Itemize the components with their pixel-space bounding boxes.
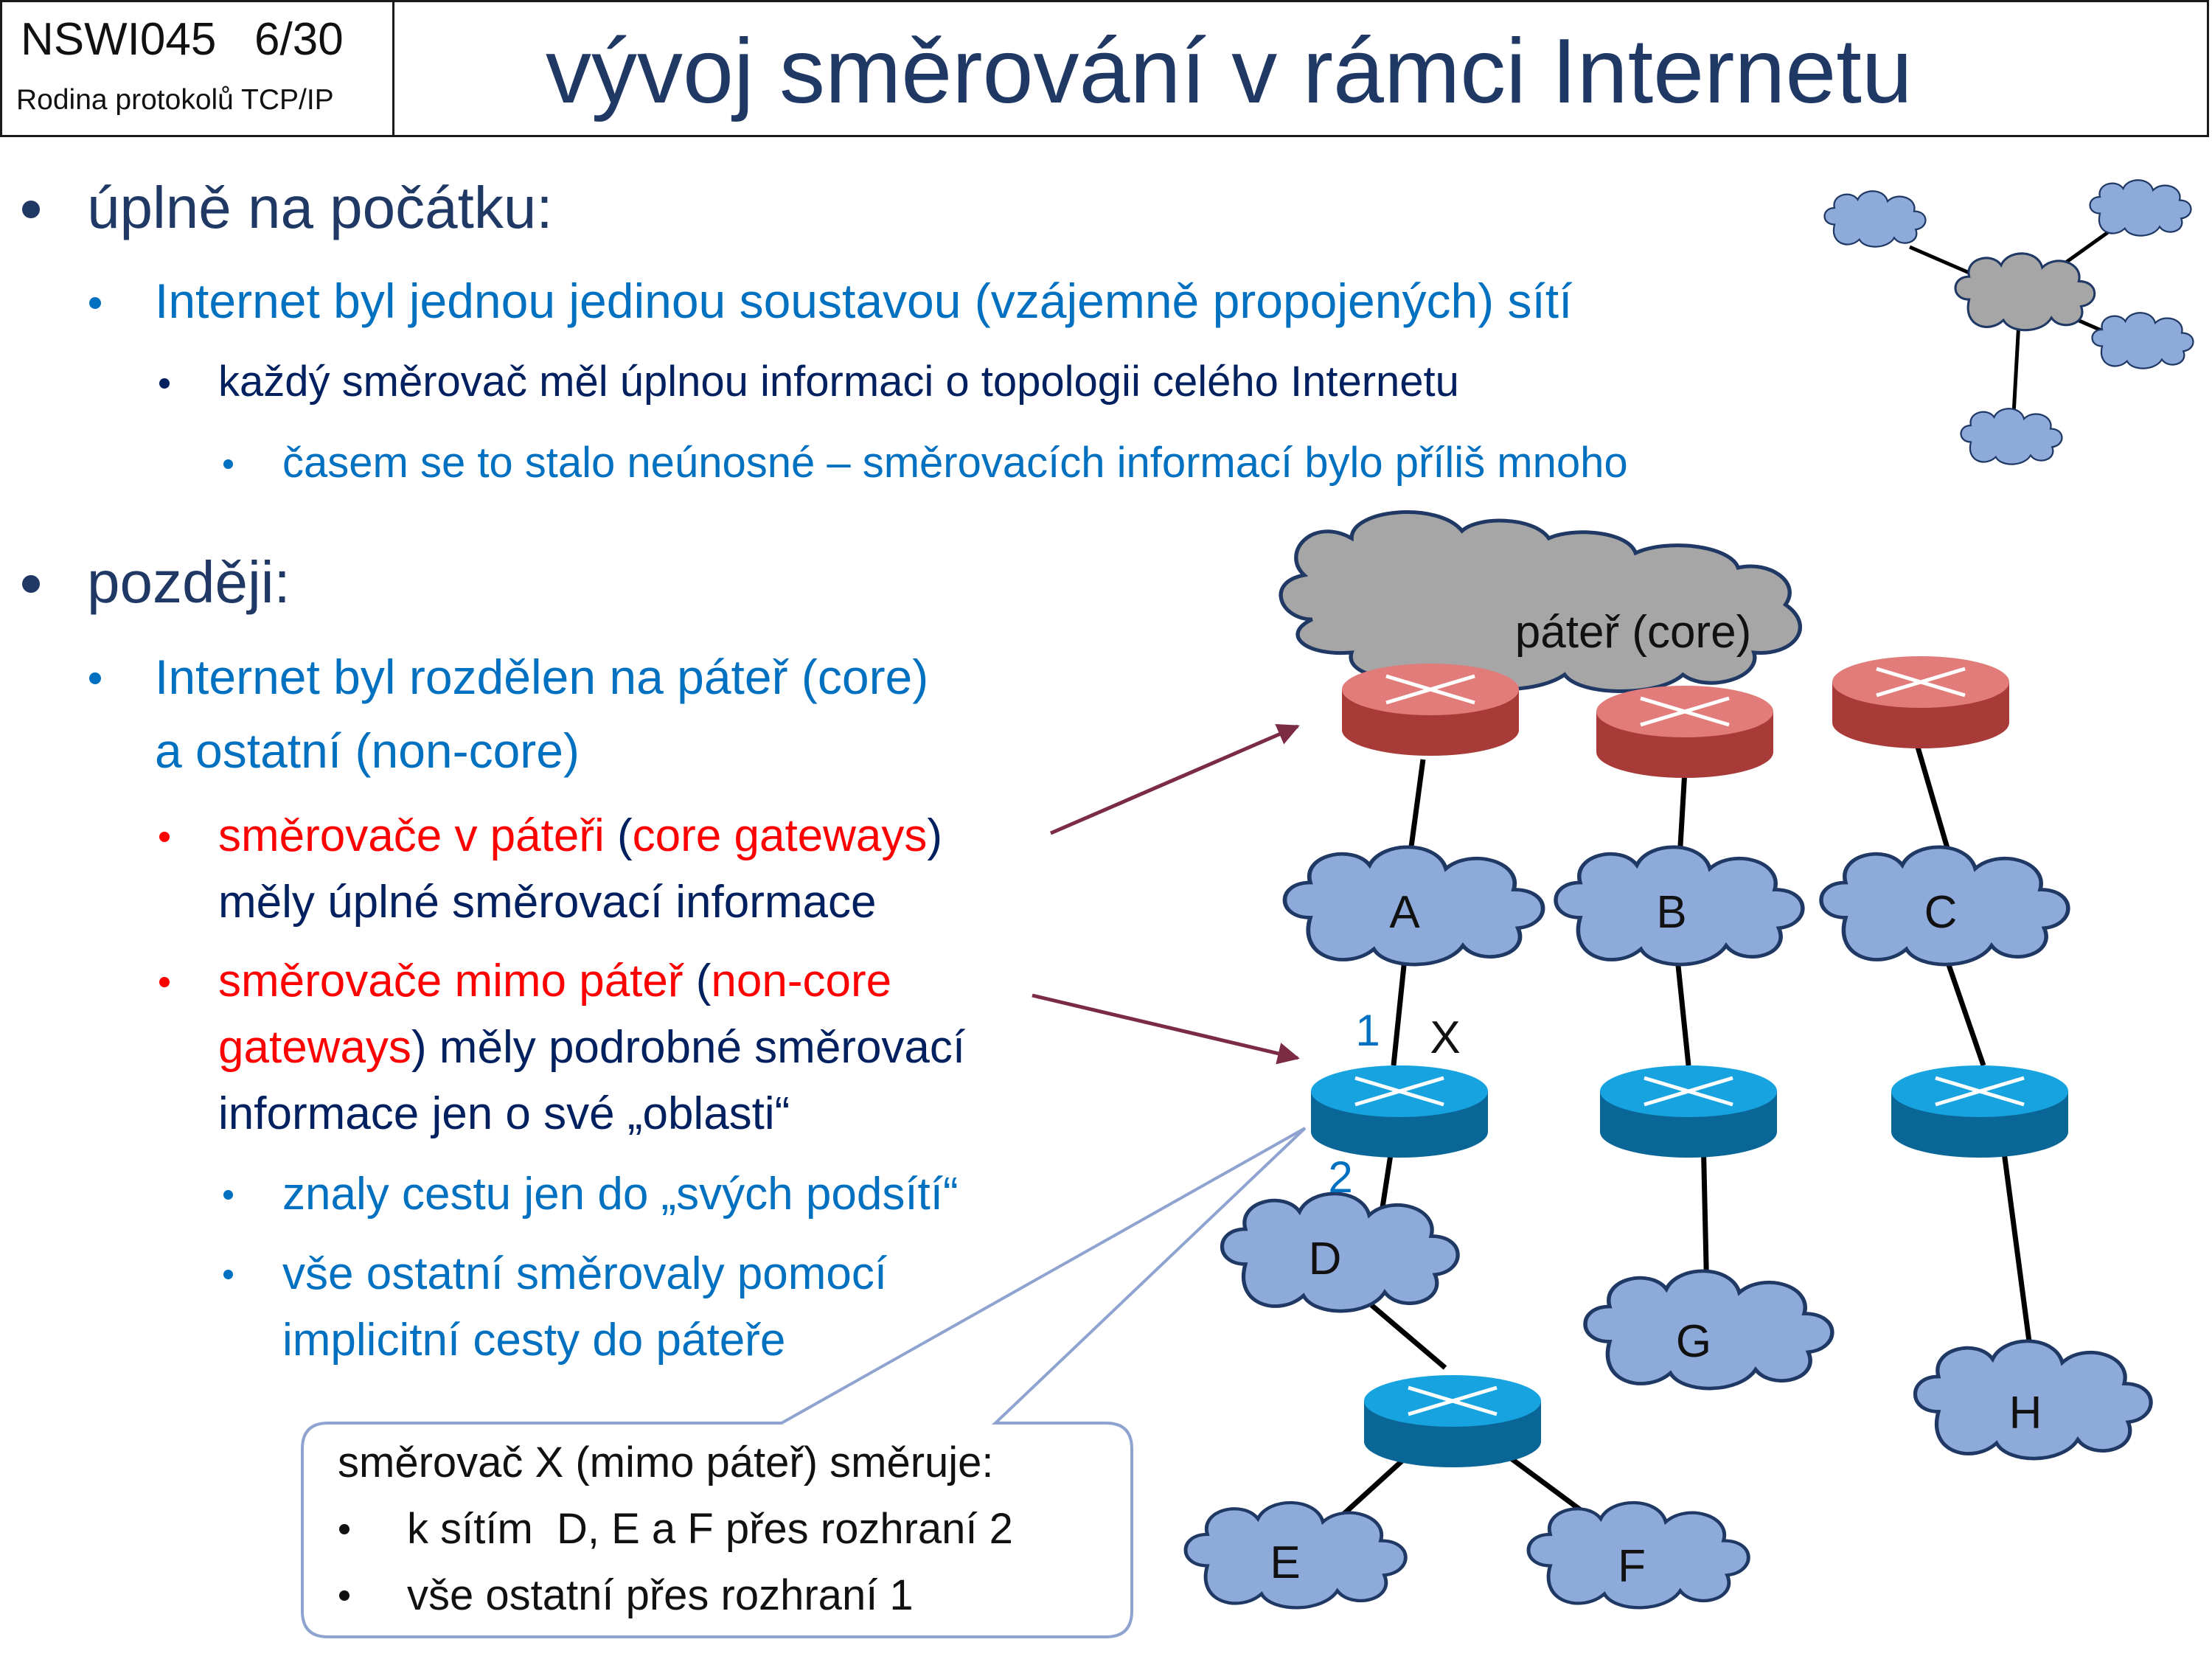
item-core-split-line2: a ostatní (non-core)	[155, 723, 580, 778]
network-label: H	[2009, 1388, 2042, 1439]
section-heading-later: později:	[87, 549, 291, 615]
item-core-split-line1: Internet byl rozdělen na páteř (core)	[155, 650, 929, 704]
network-label: G	[1676, 1316, 1711, 1367]
arrow-to-noncore-router	[1032, 993, 1300, 1065]
cloud-icon	[1954, 252, 2096, 332]
bullet-icon	[223, 1190, 233, 1200]
item-core-gateways: směrovače v páteři (core gateways)	[218, 810, 943, 861]
callout-bubble	[301, 1127, 1307, 1638]
core-label: páteř (core)	[1515, 607, 1751, 658]
item-noncore-gateways-line3: informace jen o své „oblasti“	[218, 1088, 790, 1139]
router-icon	[1364, 1375, 1541, 1467]
network-label: C	[1924, 887, 1958, 938]
bullet-icon	[339, 1524, 349, 1534]
bullet-icon	[22, 201, 40, 218]
router-icon	[1832, 656, 2009, 748]
router-icon	[1596, 686, 1773, 778]
item-own-subnets: znaly cestu jen do „svých podsítí“	[282, 1169, 959, 1220]
router-icon	[1342, 664, 1519, 756]
item-core-gateways-line2: měly úplné směrovací informace	[218, 877, 877, 928]
bullet-icon	[22, 575, 40, 593]
network-label: B	[1656, 887, 1686, 938]
item-default-route-line1: vše ostatní směrovaly pomocí	[282, 1248, 888, 1299]
header-divider	[392, 0, 394, 137]
router-icon	[1891, 1065, 2068, 1158]
bullet-icon	[159, 832, 170, 842]
core-cloud	[1279, 510, 1803, 693]
router-icon	[1600, 1065, 1777, 1158]
course-subtitle: Rodina protokolů TCP/IP	[16, 84, 334, 116]
header-frame	[0, 0, 2209, 137]
item-noncore-gateways-line2: gateways) měly podrobné směrovací	[218, 1022, 966, 1073]
item-full-topology: každý směrovač měl úplnou informaci o to…	[218, 358, 1459, 406]
small-topology	[1823, 179, 2194, 465]
bullet-icon	[159, 977, 170, 987]
slide-title: vývoj směrování v rámci Internetu	[546, 21, 1913, 122]
network-label: F	[1618, 1541, 1646, 1592]
router-x-label: X	[1430, 1012, 1460, 1063]
bullet-icon	[223, 1270, 233, 1279]
callout-item: k sítím D, E a F přes rozhraní 2	[407, 1505, 1013, 1553]
item-too-much-info: časem se to stalo neúnosné – směrovacích…	[282, 439, 1628, 487]
slide-number: 6/30	[254, 14, 344, 65]
course-code: NSWI045 6/30	[21, 14, 344, 65]
bullet-icon	[89, 672, 101, 684]
callout-title: směrovač X (mimo páteř) směruje:	[338, 1439, 994, 1486]
network-label: E	[1270, 1537, 1300, 1588]
bullet-icon	[89, 297, 101, 309]
bullet-icon	[159, 378, 170, 389]
arrow-to-core-router	[1050, 723, 1300, 835]
section-heading-beginning: úplně na počátku:	[87, 175, 553, 240]
cloud-icon	[2089, 179, 2192, 237]
cloud-icon	[1823, 190, 1927, 248]
cloud-icon	[1960, 408, 2063, 465]
bullet-icon	[339, 1590, 349, 1601]
router-icon	[1311, 1065, 1488, 1158]
cloud-icon	[2091, 312, 2194, 369]
callout-item: vše ostatní přes rozhraní 1	[407, 1571, 914, 1619]
bullet-icon	[223, 459, 233, 469]
item-single-system: Internet byl jednou jedinou soustavou (v…	[155, 274, 1573, 328]
network-label: D	[1309, 1234, 1342, 1284]
interface-label: 2	[1328, 1152, 1352, 1202]
interface-label: 1	[1355, 1006, 1380, 1055]
item-noncore-gateways-line1: směrovače mimo páteř (non-core	[218, 956, 892, 1006]
item-default-route-line2: implicitní cesty do páteře	[282, 1315, 786, 1366]
network-label: A	[1389, 887, 1420, 938]
